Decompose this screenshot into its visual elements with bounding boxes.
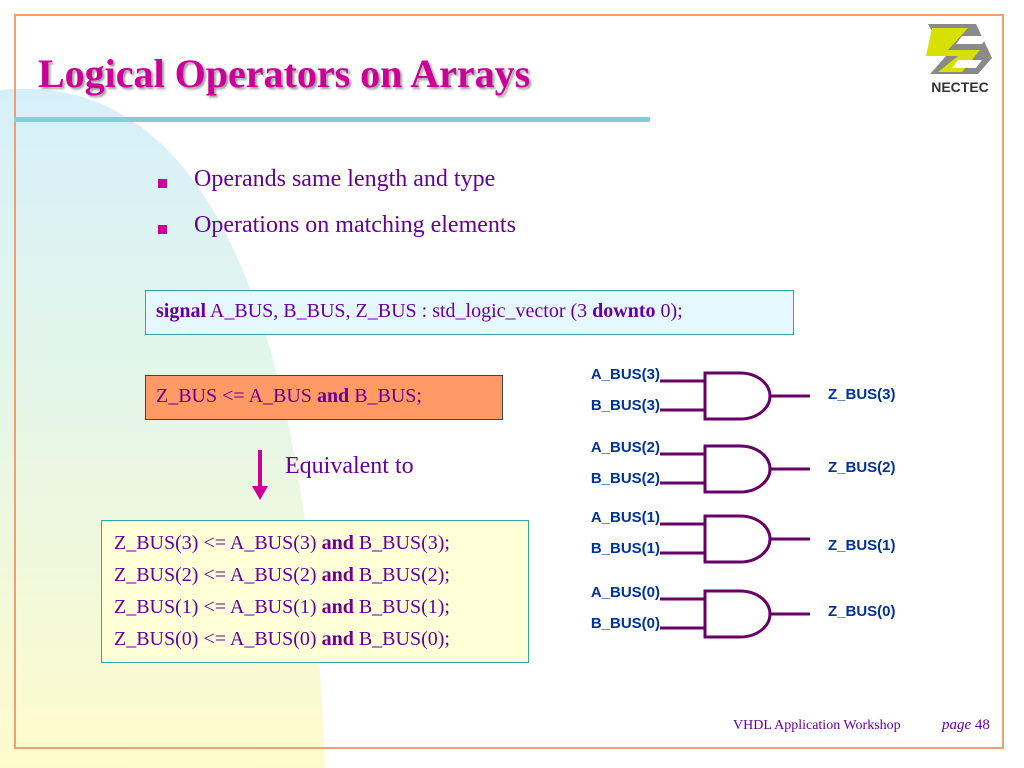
page-word: page [942, 717, 972, 733]
and-gate-icon [703, 371, 772, 421]
assignment-right: B_BUS; [349, 385, 422, 407]
footer-workshop-name: VHDL Application Workshop [733, 718, 901, 733]
gate-output-label: Z_BUS(3) [828, 386, 896, 403]
and-gate-icon [703, 589, 772, 639]
and-gate-2: A_BUS(2) B_BUS(2) Z_BUS(2) [591, 439, 896, 494]
gate-input-b-label: B_BUS(3) [591, 397, 660, 414]
gate-input-b-label: B_BUS(0) [591, 615, 660, 632]
and-gate-icon [703, 444, 772, 494]
slide-border [14, 14, 1004, 749]
keyword-and: and [321, 596, 354, 618]
gate-input-b-label: B_BUS(2) [591, 470, 660, 487]
line-left: Z_BUS(2) <= A_BUS(2) [114, 564, 322, 586]
gate-input-a-label: A_BUS(0) [591, 584, 660, 601]
and-gate-1: A_BUS(1) B_BUS(1) Z_BUS(1) [591, 509, 896, 564]
line-left: Z_BUS(3) <= A_BUS(3) [114, 532, 322, 554]
assignment-left: Z_BUS <= A_BUS [156, 385, 317, 407]
bus-assignment-box: Z_BUS <= A_BUS and B_BUS; [145, 375, 503, 420]
and-gate-icon [703, 514, 772, 564]
gate-output-label: Z_BUS(1) [828, 537, 896, 554]
declaration-text: A_BUS, B_BUS, Z_BUS : std_logic_vector (… [206, 300, 593, 322]
assignment-line: Z_BUS(0) <= A_BUS(0) and B_BUS(0); [114, 623, 528, 655]
gate-input-a-label: A_BUS(1) [591, 509, 660, 526]
gate-output-label: Z_BUS(0) [828, 603, 896, 620]
title-underline [14, 117, 650, 122]
line-right: B_BUS(0); [353, 628, 450, 650]
keyword-downto: downto [592, 300, 656, 322]
page-number: 48 [974, 717, 990, 733]
nectec-logo: NECTEC [926, 24, 992, 95]
assignment-line: Z_BUS(2) <= A_BUS(2) and B_BUS(2); [114, 559, 528, 591]
line-right: B_BUS(2); [353, 564, 450, 586]
line-left: Z_BUS(0) <= A_BUS(0) [114, 628, 322, 650]
bullet-item: Operations on matching elements [158, 212, 516, 258]
logo-text: NECTEC [931, 79, 989, 95]
bullet-text: Operations on matching elements [194, 212, 516, 238]
line-right: B_BUS(3); [353, 532, 450, 554]
slide-title: Logical Operators on Arrays [38, 51, 531, 96]
keyword-and: and [316, 385, 350, 407]
gate-input-a-label: A_BUS(3) [591, 366, 660, 383]
down-arrow-icon [252, 450, 268, 500]
bullet-item: Operands same length and type [158, 166, 516, 212]
and-gate-0: A_BUS(0) B_BUS(0) Z_BUS(0) [591, 584, 896, 639]
keyword-and: and [321, 628, 354, 650]
keyword-and: and [321, 532, 354, 554]
equivalent-label: Equivalent to [285, 453, 414, 479]
line-left: Z_BUS(1) <= A_BUS(1) [114, 596, 322, 618]
bullet-square-icon [158, 225, 167, 234]
equivalent-assignments-box: Z_BUS(3) <= A_BUS(3) and B_BUS(3); Z_BUS… [101, 520, 529, 663]
bullet-text: Operands same length and type [194, 166, 496, 192]
assignment-line: Z_BUS(3) <= A_BUS(3) and B_BUS(3); [114, 527, 528, 559]
and-gate-3: A_BUS(3) B_BUS(3) Z_BUS(3) [591, 366, 896, 421]
bullet-list: Operands same length and type Operations… [158, 166, 516, 258]
and-gate-diagram: A_BUS(3) B_BUS(3) Z_BUS(3) A_BUS(2) B_BU… [591, 366, 896, 639]
assignment-line: Z_BUS(1) <= A_BUS(1) and B_BUS(1); [114, 591, 528, 623]
footer-page-number: page 48 [942, 717, 990, 734]
keyword-signal: signal [156, 300, 207, 322]
declaration-end: 0); [655, 300, 683, 322]
gate-input-b-label: B_BUS(1) [591, 540, 660, 557]
signal-declaration-box: signal A_BUS, B_BUS, Z_BUS : std_logic_v… [145, 290, 794, 335]
keyword-and: and [321, 564, 354, 586]
gate-output-label: Z_BUS(2) [828, 459, 896, 476]
gate-input-a-label: A_BUS(2) [591, 439, 660, 456]
line-right: B_BUS(1); [353, 596, 450, 618]
bullet-square-icon [158, 179, 167, 188]
